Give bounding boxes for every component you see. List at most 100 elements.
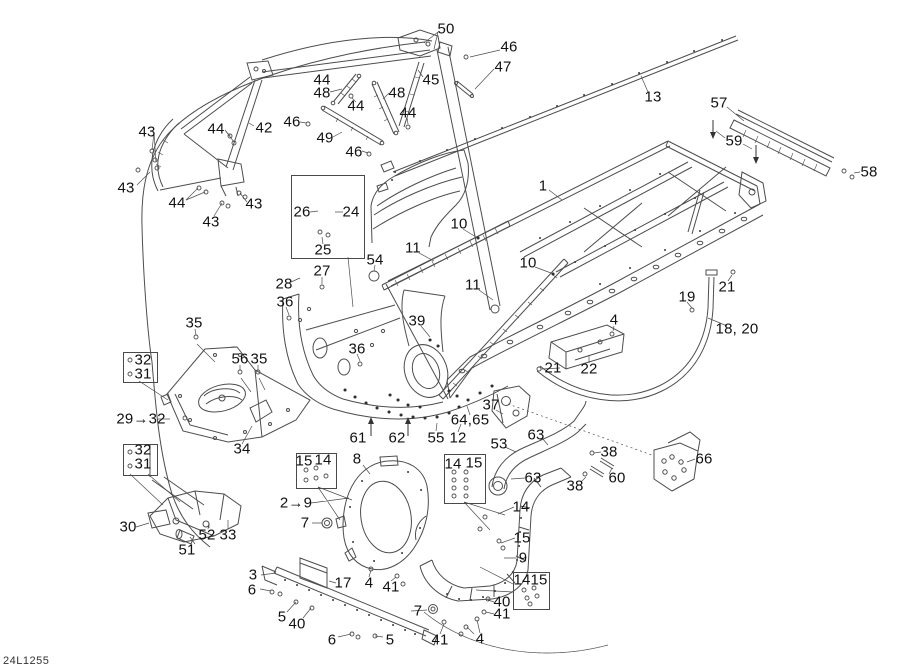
part-label-33: 33 — [219, 526, 237, 544]
part-label-41: 41 — [382, 578, 400, 596]
part-label-7: 7 — [413, 602, 423, 620]
callout-box — [296, 453, 337, 489]
foot-30 — [148, 510, 170, 528]
pylon-cross-tube — [262, 50, 431, 78]
part-label-24: 24 — [342, 203, 360, 221]
part-label-8: 8 — [352, 450, 362, 468]
struts-48-49 — [322, 74, 399, 145]
part-label-4: 4 — [475, 630, 485, 648]
hatch-ticks — [156, 77, 817, 386]
part-label-63: 63 — [524, 469, 542, 487]
part-label-4: 4 — [609, 311, 619, 329]
sleeve-51 — [177, 530, 194, 544]
steering-column — [437, 47, 500, 310]
part-label-21: 21 — [718, 278, 736, 296]
part-label-15: 15 — [295, 452, 313, 470]
part-label-13: 13 — [644, 88, 662, 106]
part-label-43: 43 — [117, 179, 135, 197]
part-label-48: 48 — [388, 84, 406, 102]
part-label-53: 53 — [490, 435, 508, 453]
part-label-59: 59 — [725, 132, 743, 150]
part-label-28: 28 — [275, 275, 293, 293]
callout-box — [123, 352, 158, 383]
rivet-dots-large — [345, 238, 553, 418]
part-label-63: 63 — [527, 426, 545, 444]
part-label-35: 35 — [250, 350, 268, 368]
part-label-6: 6 — [247, 581, 257, 599]
part-label-6: 6 — [327, 631, 337, 649]
plate-17 — [300, 558, 327, 588]
part-label-4: 4 — [364, 574, 374, 592]
part-label-21: 21 — [544, 359, 562, 377]
part-label-10: 10 — [450, 215, 468, 233]
part-label-49: 49 — [316, 129, 334, 147]
running-board — [262, 566, 437, 645]
bracket-66 — [654, 432, 700, 491]
body-outline-curve — [142, 42, 425, 547]
studs-60 — [590, 458, 614, 477]
part-label-31: 31 — [134, 365, 152, 383]
part-label-64,65: 64,65 — [450, 411, 490, 429]
bumper-tube — [537, 270, 717, 401]
arm-53-63 — [492, 401, 586, 489]
spring-blade — [152, 119, 179, 191]
part-label-37: 37 — [482, 396, 500, 414]
side-panel — [371, 150, 468, 247]
part-label-44: 44 — [168, 194, 186, 212]
bulkhead-frame — [283, 294, 343, 409]
callout-box — [444, 454, 486, 504]
part-label-32: 32 — [134, 351, 152, 369]
part-label-14: 14 — [513, 571, 531, 589]
part-label-17: 17 — [334, 574, 352, 592]
part-label-38: 38 — [566, 477, 584, 495]
part-label-9: 9 — [518, 549, 528, 567]
deck-rear-member — [666, 141, 760, 204]
part-label-29→32: 29→32 — [116, 410, 166, 428]
part-label-54: 54 — [366, 251, 384, 269]
part-label-10: 10 — [519, 254, 537, 272]
diagram-code: 24L1255 — [3, 655, 50, 667]
deck-slats — [520, 162, 728, 277]
bracket-34 — [161, 394, 272, 422]
part-label-5: 5 — [385, 631, 395, 649]
footwell-channel-9 — [420, 468, 571, 601]
deck-side-band — [447, 204, 763, 398]
part-label-41: 41 — [493, 605, 511, 623]
part-label-43: 43 — [245, 195, 263, 213]
part-label-50: 50 — [437, 20, 455, 38]
part-label-31: 31 — [134, 455, 152, 473]
part-label-44: 44 — [399, 104, 417, 122]
part-label-2→9: 2→9 — [279, 494, 313, 512]
part-label-46: 46 — [345, 143, 363, 161]
part-label-11: 11 — [405, 239, 421, 257]
support-22 — [549, 325, 624, 369]
part-label-32: 32 — [134, 441, 152, 459]
part-label-15: 15 — [513, 529, 531, 547]
part-label-14: 14 — [314, 451, 332, 469]
part-label-51: 51 — [178, 541, 196, 559]
pylon-apex — [247, 61, 273, 80]
part-label-3: 3 — [248, 566, 258, 584]
part-label-18, 20: 18, 20 — [715, 320, 759, 338]
ramp-57 — [730, 110, 834, 176]
part-label-46: 46 — [500, 38, 518, 56]
part-label-52: 52 — [198, 526, 216, 544]
part-label-26: 26 — [293, 203, 311, 221]
part-label-62: 62 — [388, 429, 406, 447]
bracket-37 — [492, 386, 530, 428]
part-label-44: 44 — [347, 97, 365, 115]
part-label-43: 43 — [202, 213, 220, 231]
part-label-35: 35 — [185, 314, 203, 332]
part-label-40: 40 — [493, 593, 511, 611]
part-label-15: 15 — [530, 571, 548, 589]
part-label-44: 44 — [207, 120, 225, 138]
part-label-44: 44 — [313, 71, 331, 89]
part-label-47: 47 — [494, 58, 512, 76]
part-label-15: 15 — [465, 454, 483, 472]
part-label-39: 39 — [408, 312, 426, 330]
leader-lines — [130, 32, 860, 653]
callout-box — [513, 572, 550, 610]
part-label-5: 5 — [277, 608, 287, 626]
callout-box — [123, 444, 158, 476]
